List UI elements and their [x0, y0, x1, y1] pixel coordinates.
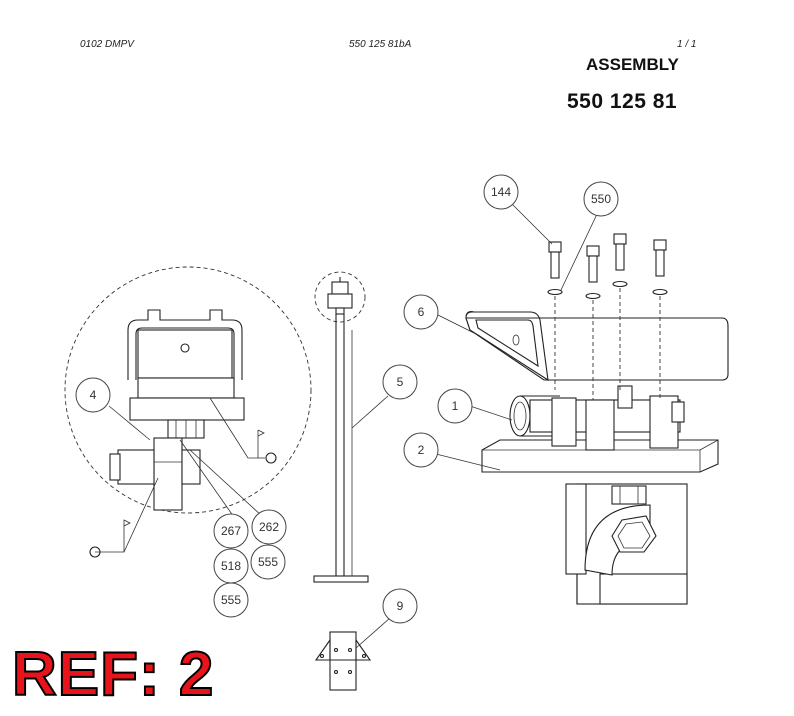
pole-part-5	[313, 271, 389, 583]
callout-6-label: 6	[418, 305, 425, 319]
callout-4: 4	[75, 377, 111, 413]
ref-label: REF: 2	[11, 640, 215, 709]
main-assembly	[435, 203, 729, 605]
callout-9: 9	[382, 588, 418, 624]
callout-144: 144	[483, 174, 519, 210]
callout-267-label: 267	[221, 524, 241, 538]
callout-1: 1	[437, 388, 473, 424]
callout-5: 5	[382, 364, 418, 400]
callout-555-right-label: 555	[258, 555, 278, 569]
callout-550: 550	[583, 181, 619, 217]
callout-555-right: 555	[250, 544, 286, 580]
callout-555-bottom-label: 555	[221, 593, 241, 607]
callout-4-label: 4	[90, 388, 97, 402]
callout-2: 2	[403, 432, 439, 468]
callout-2-label: 2	[418, 443, 425, 457]
callout-5-label: 5	[397, 375, 404, 389]
page-title: ASSEMBLY	[586, 55, 679, 74]
header-drawing-number: 550 125 81bA	[349, 39, 412, 50]
header-page-indicator: 1 / 1	[677, 39, 697, 50]
callout-518-label: 518	[221, 559, 241, 573]
callout-262-label: 262	[259, 520, 279, 534]
callout-555-bottom: 555	[213, 582, 249, 618]
callout-550-label: 550	[591, 192, 611, 206]
part-number: 550 125 81	[567, 90, 678, 113]
callout-1-label: 1	[452, 399, 459, 413]
callout-9-label: 9	[397, 599, 404, 613]
callout-518: 518	[213, 548, 249, 584]
callout-6: 6	[403, 294, 439, 330]
bracket-part-9	[314, 617, 391, 691]
header-doc-code: 0102 DMPV	[80, 39, 134, 50]
callout-144-label: 144	[491, 185, 511, 199]
callout-267: 267	[213, 513, 249, 549]
callout-262: 262	[251, 509, 287, 545]
detail-view	[64, 266, 312, 558]
